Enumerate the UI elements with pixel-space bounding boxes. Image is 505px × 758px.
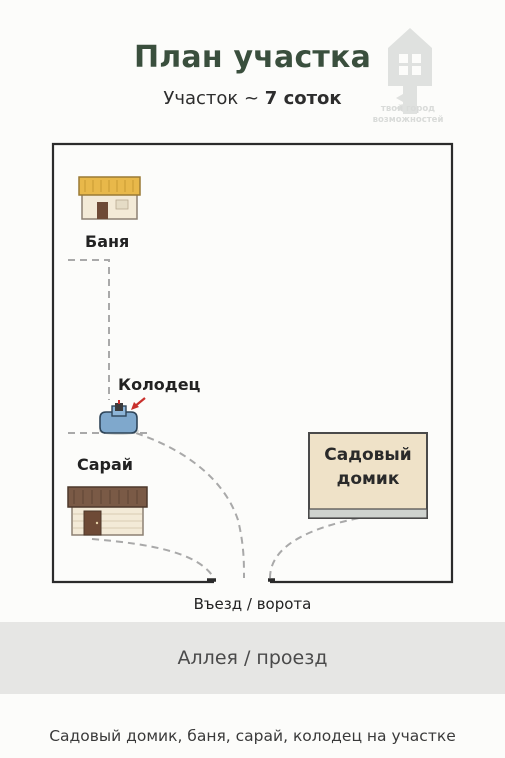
shed-label: Сарай [77,455,133,474]
page-subtitle: Участок ~ 7 соток [0,88,505,109]
garden-house-label: Садовый домик [324,445,412,489]
gate-label: Въезд / ворота [193,595,312,613]
well-icon [99,400,139,435]
alley-band: Аллея / проезд [0,622,505,694]
watermark-text: твой город возможностей [372,104,444,125]
area-value: 7 соток [264,88,342,109]
subtitle-prefix: Участок ~ [163,88,265,109]
banya-label: Баня [85,232,130,251]
well-label: Колодец [118,375,201,394]
watermark-key-house-icon [388,28,432,114]
red-arrow-icon [131,397,146,410]
shed-building [67,486,148,536]
plot-boundary [51,142,454,584]
caption: Садовый домик, баня, сарай, колодец на у… [49,727,456,745]
dashed-paths [68,259,371,579]
banya-building [78,176,141,220]
page-title: План участка [133,40,372,75]
garden-house-building [308,432,428,519]
